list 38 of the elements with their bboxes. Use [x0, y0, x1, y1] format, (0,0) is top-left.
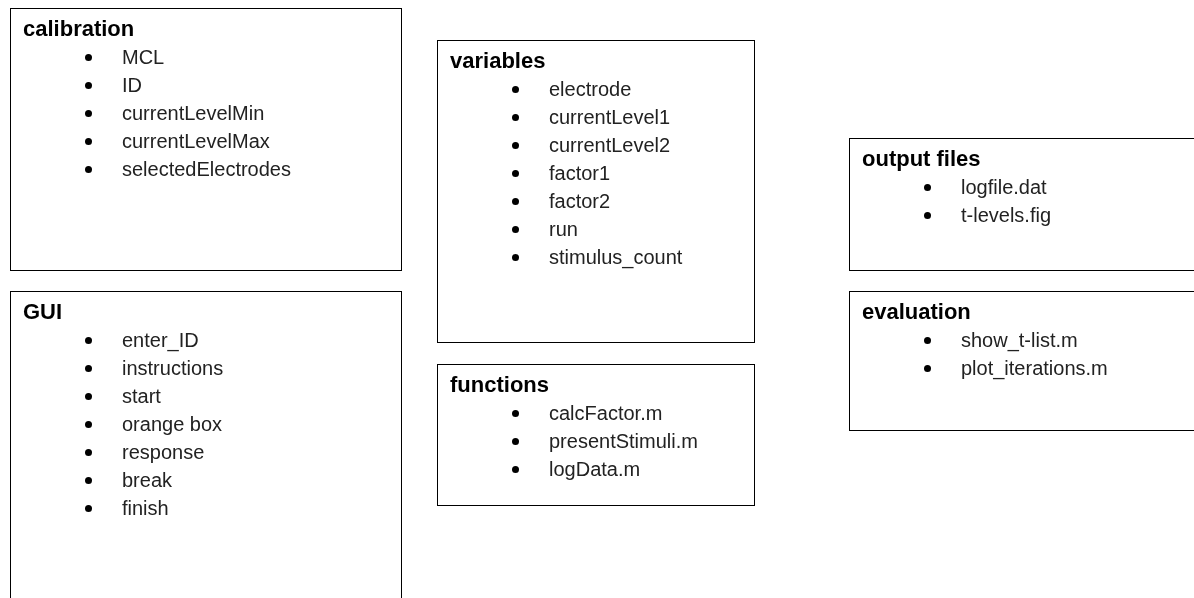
list-item: presentStimuli.m: [549, 429, 698, 454]
list-item: logfile.dat: [961, 175, 1047, 200]
list-item: currentLevelMin: [122, 101, 265, 126]
list-item: finish: [122, 496, 169, 521]
list-item: show_t-list.m: [961, 328, 1078, 354]
list-item: MCL: [122, 45, 165, 70]
list-item: logData.m: [549, 457, 641, 482]
list-item: selectedElectrodes: [122, 157, 291, 182]
list-box: [849, 291, 1194, 431]
list-item: factor2: [549, 189, 611, 214]
list-item: t-levels.fig: [961, 203, 1052, 228]
list-item: currentLevel2: [549, 133, 671, 158]
list-item: calcFactor.m: [549, 401, 663, 426]
box-heading: GUI: [23, 298, 63, 326]
list-item: stimulus_count: [549, 245, 683, 271]
list-item: ID: [122, 73, 142, 98]
list-item: response: [122, 440, 205, 465]
box-heading: functions: [450, 371, 549, 399]
list-item: run: [549, 217, 578, 242]
list-item: factor1: [549, 161, 611, 186]
list-box: [849, 138, 1194, 271]
list-item: currentLevelMax: [122, 129, 270, 154]
list-box: [10, 291, 402, 598]
list-item: instructions: [122, 356, 224, 381]
list-item: plot_iterations.m: [961, 356, 1108, 382]
box-heading: calibration: [23, 15, 135, 43]
list-box: [10, 8, 402, 271]
list-item: break: [122, 468, 173, 493]
box-heading: variables: [450, 47, 546, 75]
box-heading: evaluation: [862, 298, 971, 326]
list-item: electrode: [549, 77, 632, 102]
list-box: [437, 40, 755, 343]
list-item: enter_ID: [122, 328, 199, 354]
list-item: start: [122, 384, 161, 409]
list-item: currentLevel1: [549, 105, 671, 130]
list-box: [437, 364, 755, 506]
list-item: orange box: [122, 412, 223, 437]
box-heading: output files: [862, 145, 981, 173]
